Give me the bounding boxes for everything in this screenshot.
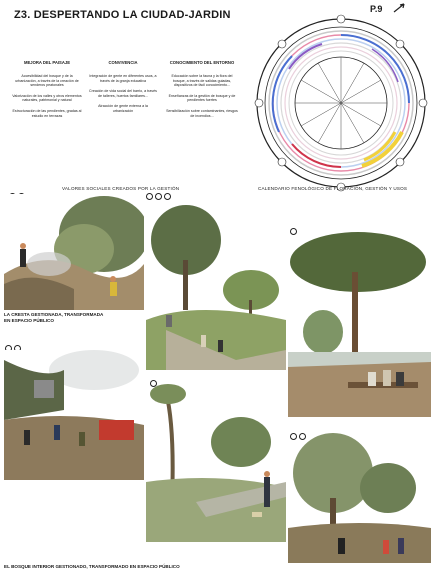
section-label-values: VALORES SOCIALES CREADOS POR LA GESTIÓN <box>62 186 180 191</box>
info-marker-icon <box>146 193 153 200</box>
column-text: Estructuración de las pendientes, gradas… <box>12 108 82 118</box>
column-heading: CONOCIMIENTO DEL ENTORNO <box>169 60 235 65</box>
info-marker-icon <box>299 433 306 440</box>
photo-pine-bench <box>288 222 431 417</box>
column-text: Enseñanzas de la gestión de bosque y de … <box>168 93 236 103</box>
phenology-wheel <box>254 14 428 192</box>
column-text: Sensibilización sobre contaminantes, rie… <box>166 108 238 118</box>
column-text: Integración de gente en diferentes usos,… <box>89 74 157 83</box>
info-marker-icon <box>164 193 171 200</box>
column-text: Creación de vida social del barrio, a tr… <box>89 89 157 98</box>
column-paisaje: MEJORA DEL PAISAJE Accesibilidad del bos… <box>12 60 82 118</box>
photo-olive-people <box>288 428 431 563</box>
column-heading: CONVIVENCIA <box>108 60 138 65</box>
info-marker-icon <box>290 228 297 235</box>
photo-crest-workers <box>4 194 144 310</box>
info-marker-icon <box>150 380 157 387</box>
north-arrow-icon <box>393 3 405 13</box>
caption-forest: EL BOSQUE INTERIOR GESTIONADO, TRANSFORM… <box>4 564 180 569</box>
info-marker-icon <box>290 433 297 440</box>
page-number: P.9 <box>370 4 383 14</box>
page-title: Z3. DESPERTANDO LA CIUDAD-JARDIN <box>14 9 231 21</box>
column-conocimiento: CONOCIMIENTO DEL ENTORNO Educación sobre… <box>165 60 239 118</box>
section-label-calendar: CALENDARIO FENOLÓGICO DE FLORACIÓN, GEST… <box>258 186 408 191</box>
caption-crest: LA CRESTA GESTIONADA, TRANSFORMADA EN ES… <box>4 312 104 323</box>
column-text: Educación sobre la fauna y la flora del … <box>171 74 233 88</box>
column-heading: MEJORA DEL PAISAJE <box>24 60 70 65</box>
info-marker-icon <box>155 193 162 200</box>
photo-trailer-workers <box>4 350 144 480</box>
photo-planting-slope <box>146 200 286 370</box>
column-text: Atracción de gente externa a la urbaniza… <box>98 104 148 113</box>
column-convivencia: CONVIVENCIA Integración de gente en dife… <box>88 60 158 114</box>
photo-palm-path <box>146 372 286 542</box>
column-text: Accesibilidad del bosque y de la urbaniz… <box>15 74 79 88</box>
column-text: Valorización de los valles y otros eleme… <box>12 93 82 103</box>
